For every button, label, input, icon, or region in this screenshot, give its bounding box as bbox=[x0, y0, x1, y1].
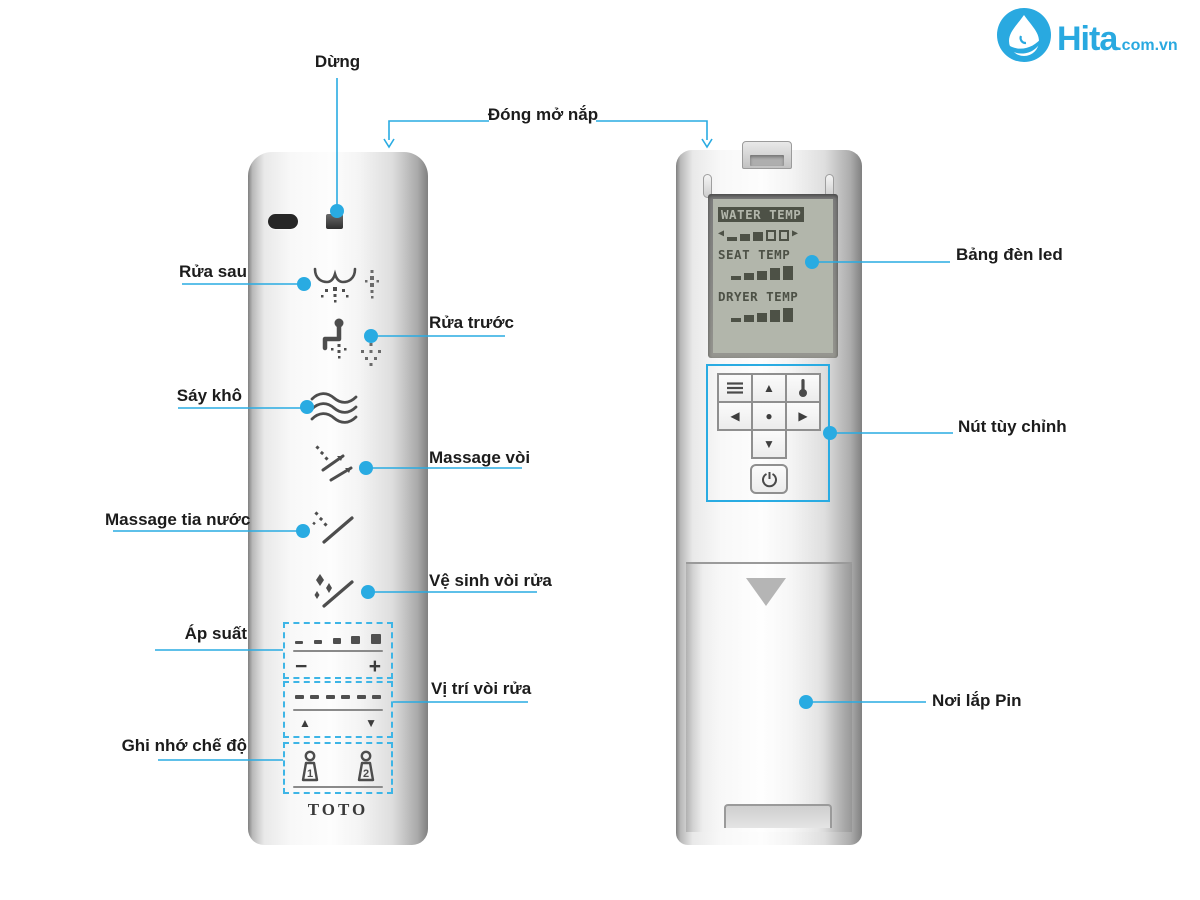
label-lid: Đóng mở nắp bbox=[487, 105, 599, 124]
lid-clip-notch bbox=[750, 155, 784, 166]
wand-position-group: ▲ ▼ bbox=[283, 681, 393, 738]
lcd-seat-temp-bars bbox=[731, 265, 793, 280]
position-up-button[interactable]: ▲ bbox=[299, 716, 311, 730]
label-clean-wand: Vệ sinh vòi rửa bbox=[429, 571, 552, 590]
pressure-level-marks bbox=[295, 632, 381, 644]
slide-direction-icon bbox=[746, 578, 786, 606]
lid-clip[interactable] bbox=[742, 141, 792, 169]
left-button[interactable]: ◀ bbox=[717, 401, 753, 431]
front-wash-button[interactable] bbox=[312, 316, 358, 370]
temperature-button[interactable] bbox=[785, 373, 821, 403]
label-front-wash: Rửa trước bbox=[429, 313, 514, 332]
position-scale-line bbox=[293, 709, 383, 711]
led-display: WATER TEMP ◀ ▶ SEAT TEMP DRYER TEMP bbox=[713, 199, 833, 353]
remote-back-view: WATER TEMP ◀ ▶ SEAT TEMP DRYER TEMP bbox=[676, 141, 862, 845]
massage-wand-button[interactable] bbox=[310, 442, 360, 486]
svg-text:2: 2 bbox=[363, 768, 369, 780]
rear-wash-spray-icon bbox=[362, 268, 382, 312]
position-down-button[interactable]: ▼ bbox=[365, 716, 377, 730]
label-led-panel: Bảng đèn led bbox=[956, 245, 1063, 264]
lcd-water-temp-bars: ◀ ▶ bbox=[718, 226, 798, 241]
svg-text:1: 1 bbox=[307, 768, 313, 780]
massage-jet-button[interactable] bbox=[308, 508, 358, 550]
label-stop: Dừng bbox=[314, 52, 361, 71]
lcd-water-temp-label: WATER TEMP bbox=[718, 207, 805, 222]
center-button[interactable]: ● bbox=[751, 401, 787, 431]
led-display-bezel: WATER TEMP ◀ ▶ SEAT TEMP DRYER TEMP bbox=[708, 194, 838, 358]
stop-button[interactable] bbox=[326, 214, 343, 229]
clean-wand-button[interactable] bbox=[308, 570, 358, 612]
label-rear-wash: Rửa sau bbox=[178, 262, 247, 281]
power-button[interactable] bbox=[750, 464, 788, 494]
up-button[interactable]: ▲ bbox=[751, 373, 787, 403]
label-wand-position: Vị trí vòi rửa bbox=[431, 679, 532, 698]
pressure-minus-button[interactable]: − bbox=[295, 655, 308, 678]
front-wash-spray-icon bbox=[356, 342, 386, 368]
water-drop-icon bbox=[997, 8, 1051, 62]
lcd-dryer-temp-label: DRYER TEMP bbox=[718, 289, 799, 304]
logo-text: Hita.com.vn bbox=[1057, 20, 1178, 58]
memory-1-button[interactable]: 1 bbox=[297, 750, 323, 791]
rear-wash-icon bbox=[313, 267, 357, 303]
massage-wand-icon bbox=[315, 445, 353, 482]
clean-wand-icon bbox=[314, 574, 354, 608]
lcd-right-arrow-icon: ▶ bbox=[792, 227, 799, 239]
memory-group: 1 2 bbox=[283, 742, 393, 794]
pressure-scale-line bbox=[293, 650, 383, 652]
front-wash-icon bbox=[322, 318, 347, 359]
lcd-dryer-temp-bars bbox=[731, 307, 793, 322]
menu-icon bbox=[727, 382, 743, 394]
battery-door[interactable] bbox=[686, 562, 852, 832]
massage-jet-icon bbox=[312, 511, 354, 544]
site-logo: Hita.com.vn bbox=[995, 6, 1195, 70]
position-level-marks bbox=[295, 693, 381, 699]
label-pressure: Áp suất bbox=[184, 624, 247, 643]
thermometer-icon bbox=[799, 379, 807, 397]
custom-buttons-zone: ▲ ◀ ● ▶ ▼ bbox=[706, 364, 830, 502]
label-battery: Nơi lắp Pin bbox=[932, 691, 1022, 710]
memory-2-button[interactable]: 2 bbox=[353, 750, 379, 791]
lcd-left-arrow-icon: ◀ bbox=[718, 227, 725, 239]
dry-button[interactable] bbox=[308, 390, 360, 428]
lcd-seat-temp-label: SEAT TEMP bbox=[718, 247, 791, 262]
ir-window bbox=[268, 214, 298, 229]
menu-button[interactable] bbox=[717, 373, 753, 403]
label-memory: Ghi nhớ chế độ bbox=[121, 736, 247, 755]
user-1-icon: 1 bbox=[301, 750, 319, 782]
user-2-icon: 2 bbox=[357, 750, 375, 782]
label-massage-wand: Massage vòi bbox=[429, 448, 531, 467]
down-button[interactable]: ▼ bbox=[751, 429, 787, 459]
battery-door-latch bbox=[724, 804, 832, 828]
pressure-group: − + bbox=[283, 622, 393, 679]
label-massage-jet: Massage tia nước bbox=[105, 510, 251, 529]
hinge-mark-left bbox=[703, 174, 712, 198]
memory-underline bbox=[293, 786, 383, 788]
remote-front-view: − + ▲ ▼ 1 bbox=[248, 152, 428, 845]
label-dry: Sáy khô bbox=[176, 386, 242, 405]
power-icon bbox=[761, 471, 777, 487]
rear-wash-button[interactable] bbox=[310, 262, 360, 316]
dry-icon bbox=[310, 392, 358, 424]
brand-logo-toto: TOTO bbox=[307, 800, 369, 819]
pressure-plus-button[interactable]: + bbox=[368, 655, 381, 678]
label-custom-buttons: Nút tùy chỉnh bbox=[958, 417, 1067, 436]
right-button[interactable]: ▶ bbox=[785, 401, 821, 431]
